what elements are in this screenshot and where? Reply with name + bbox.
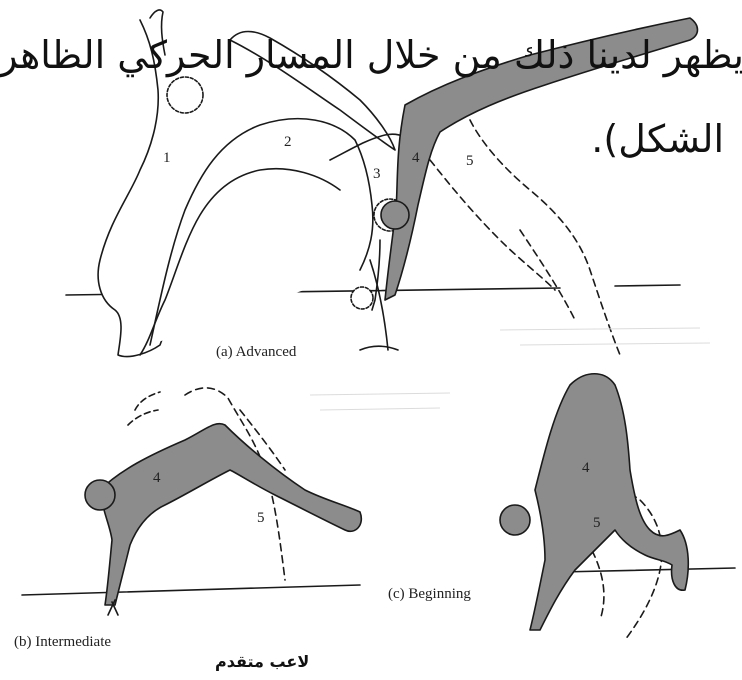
floor-line-b <box>22 585 360 595</box>
arabic-caption: لاعب متقدم <box>215 652 309 671</box>
position-label-3: 3 <box>373 166 381 183</box>
caption-intermediate: (b) Intermediate <box>14 634 111 651</box>
position-label-1: 1 <box>163 150 171 167</box>
scan-noise <box>310 328 710 410</box>
position-label-5-intermediate: 5 <box>257 510 265 527</box>
head-1 <box>167 77 203 113</box>
position-label-2: 2 <box>284 134 292 151</box>
position-label-4-intermediate: 4 <box>153 470 161 487</box>
caption-beginning: (c) Beginning <box>388 586 471 603</box>
floor-line-c <box>560 568 735 572</box>
position-label-5-advanced: 5 <box>466 153 474 170</box>
position-label-4-advanced: 4 <box>412 150 420 167</box>
position-label-4-beginning: 4 <box>582 460 590 477</box>
caption-advanced: (a) Advanced <box>216 344 296 361</box>
position-label-5-beginning: 5 <box>593 515 601 532</box>
figure-intermediate <box>22 388 361 615</box>
arabic-text-line2: الشكل). <box>591 120 724 158</box>
arabic-text-line1: يظهر لدينا ذلك من خلال المسار الحركي الظ… <box>0 36 742 74</box>
figure-beginning <box>500 374 735 640</box>
